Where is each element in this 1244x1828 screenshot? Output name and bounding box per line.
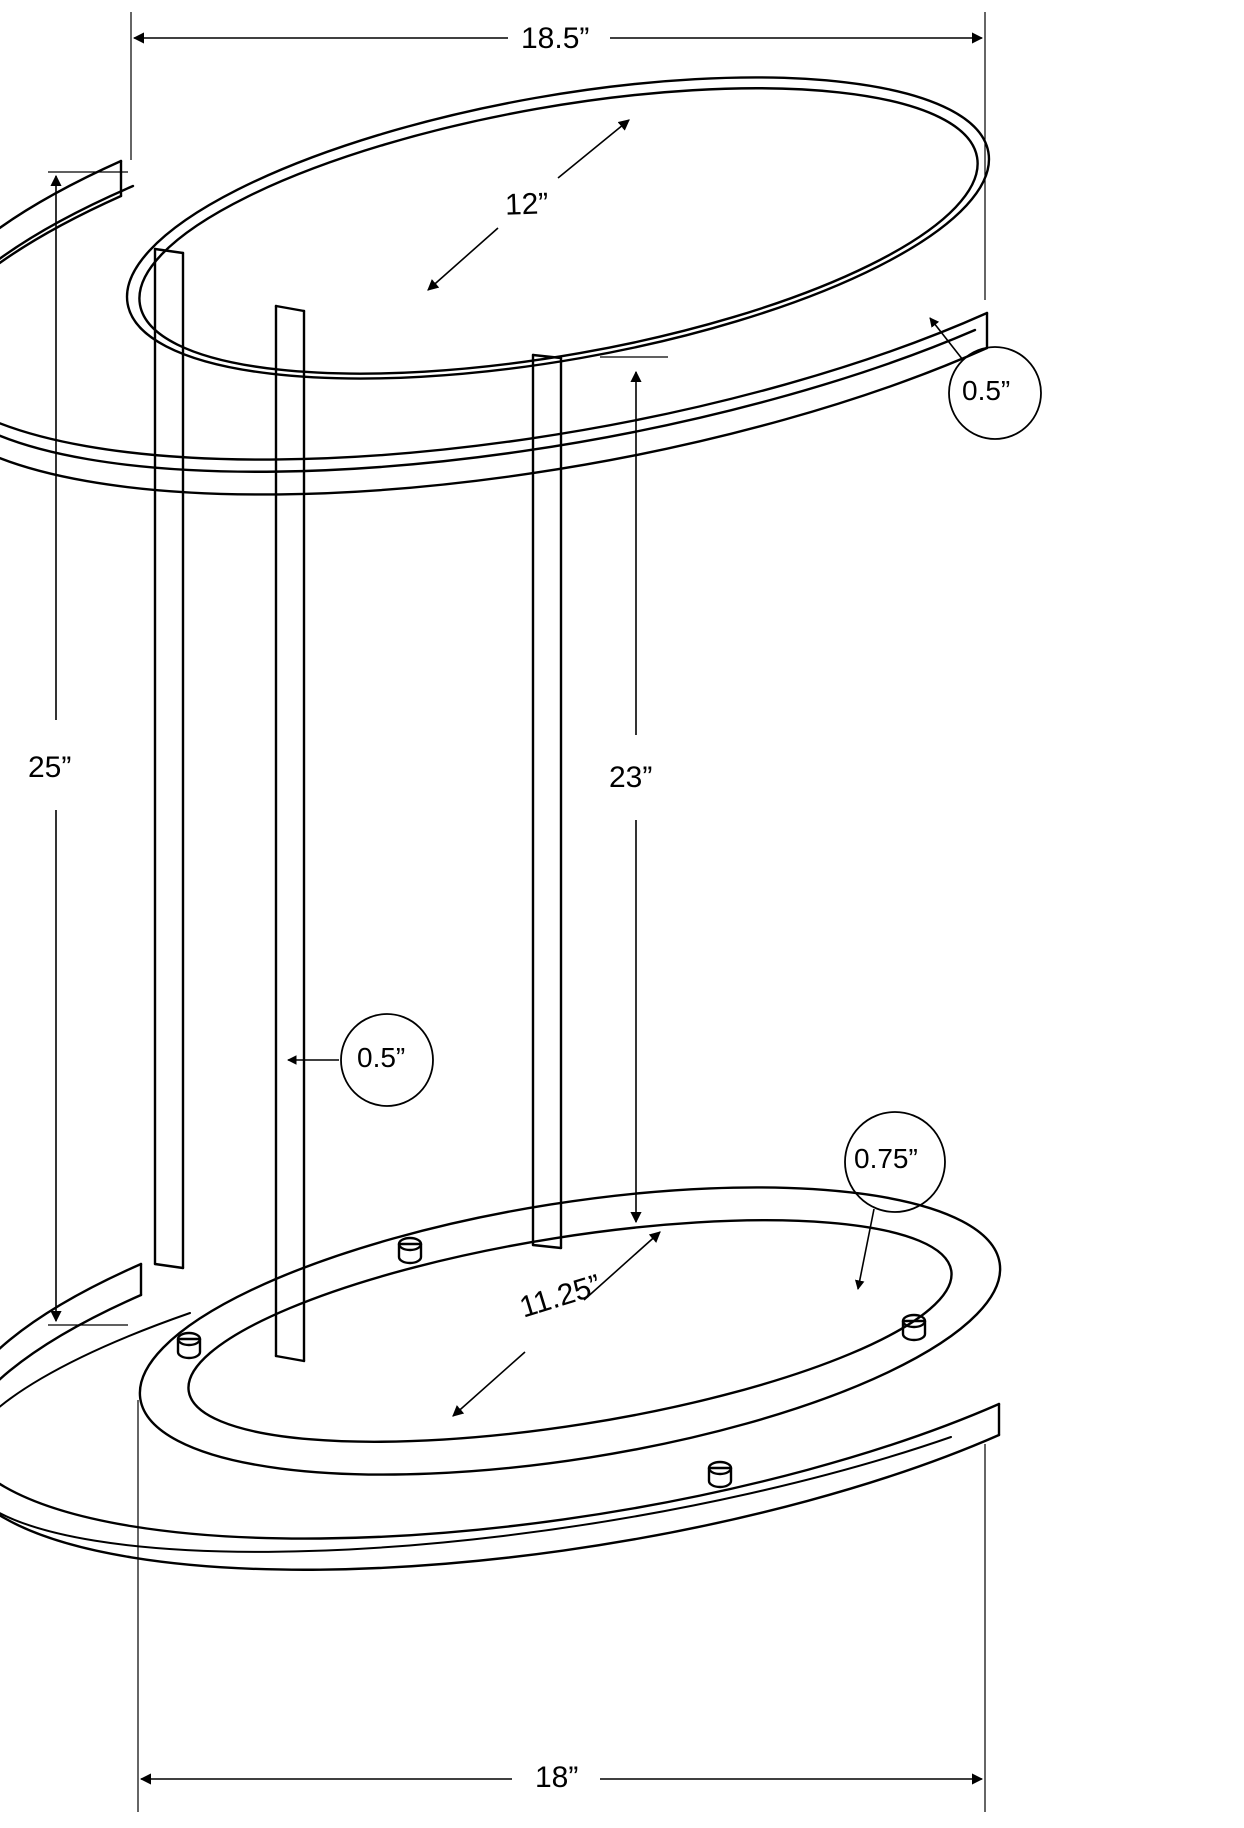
table-geometry: [0, 76, 1002, 1571]
foot-back-left: [397, 1242, 423, 1265]
dim-label-base-width: 18”: [535, 1761, 579, 1794]
leg-right-top: [531, 353, 563, 360]
tabletop: [0, 76, 991, 496]
dim-label-leg-thickness: 0.5”: [357, 1042, 406, 1073]
dim-base-depth-upper: [583, 1231, 661, 1301]
base-front-bottom: [0, 1262, 1001, 1540]
leg-back-left-top: [153, 247, 185, 255]
dim-label-clearance-height: 23”: [609, 761, 653, 794]
foot-left-top: [176, 1331, 202, 1347]
callout-circle-leg-thickness: [340, 1013, 434, 1107]
foot-back-left-top: [397, 1236, 423, 1252]
tabletop-top-face: [125, 76, 991, 380]
dim-label-top-width: 18.5”: [521, 22, 590, 55]
callout-circle-base-thickness: [844, 1111, 946, 1213]
base-bottom-face: [0, 1293, 1001, 1571]
leader-base-thickness: [854, 1208, 875, 1290]
dim-label-base-thickness: 0.75”: [854, 1143, 918, 1174]
base-top-outer: [138, 1186, 1002, 1476]
dim-base-depth-lower: [452, 1351, 526, 1417]
tabletop-bottom-edge-outer: [0, 159, 989, 461]
callout-circle-top-thickness: [948, 346, 1042, 440]
base-ring: [0, 1186, 1002, 1571]
leg-front-left-bottom: [274, 1354, 306, 1363]
dimension-lines: [48, 12, 1042, 1812]
foot-right-top: [901, 1313, 927, 1329]
leg-frame: [153, 247, 563, 1363]
foot-front: [707, 1466, 733, 1489]
leg-right-bottom: [531, 1243, 563, 1250]
tabletop-side-band-line: [0, 184, 977, 473]
base-inner-thickness: [0, 1312, 952, 1553]
dim-top-depth-lower: [427, 227, 499, 291]
dim-label-top-thickness: 0.5”: [962, 375, 1011, 406]
dim-label-overall-height: 25”: [28, 751, 72, 784]
leg-back-left-bottom: [153, 1262, 185, 1270]
base-top-inner: [187, 1219, 953, 1443]
dim-label-top-depth: 12”: [504, 187, 549, 222]
dim-top-depth-upper: [557, 119, 630, 179]
foot-right: [901, 1319, 927, 1342]
foot-left: [176, 1337, 202, 1360]
tabletop-bottom-face: [0, 194, 989, 496]
feet-group: [176, 1236, 927, 1489]
leader-top-thickness: [929, 317, 964, 361]
tabletop-inset-line: [138, 87, 979, 375]
foot-front-top: [707, 1460, 733, 1476]
leg-front-left-top: [274, 304, 306, 313]
